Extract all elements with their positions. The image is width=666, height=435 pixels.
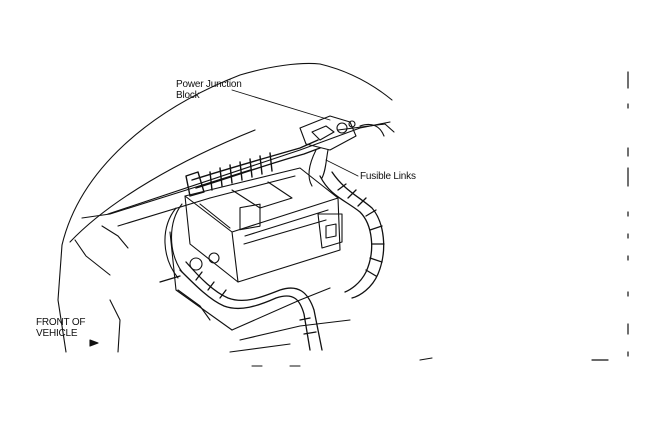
leader-power-junction-block: [231, 89, 331, 121]
battery: [184, 167, 343, 283]
battery-tray: [169, 231, 331, 331]
leader-fusible-links: [325, 159, 359, 177]
power-junction-block-label: Power Junction: [176, 79, 242, 90]
ground-cable: [159, 261, 323, 351]
positive-cable: [185, 139, 321, 197]
fusible-link-harness: [319, 171, 385, 299]
power-junction-block: [299, 115, 357, 187]
page-edge-marks: [591, 71, 629, 361]
fusible-links-label: Fusible Links: [360, 171, 416, 182]
power-junction-block-label-line2: Block: [176, 90, 200, 101]
cowl-panel: [107, 121, 395, 227]
front-of-vehicle-label: FRONT OF: [36, 317, 86, 328]
front-of-vehicle-label-line2: VEHICLE: [36, 328, 78, 339]
front-arrow-icon: [89, 339, 99, 347]
wiring-loop: [164, 203, 220, 279]
lower-bay: [109, 299, 433, 367]
hood-outline: [57, 62, 393, 353]
